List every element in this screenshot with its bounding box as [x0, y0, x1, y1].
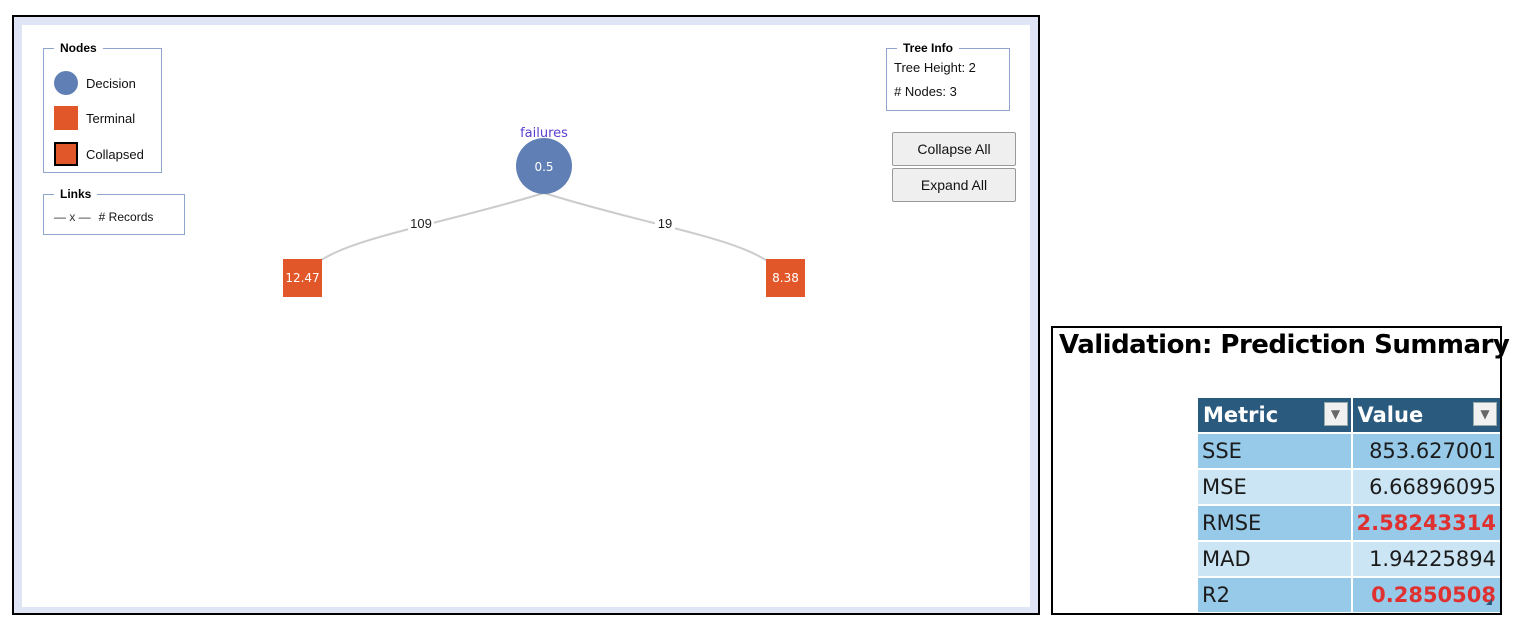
decision-tree-panel: 109 19 failures 0.5 12.47 8.38 Nodes Dec… — [12, 15, 1040, 615]
decision-circle-icon — [54, 71, 78, 95]
links-legend-title: Links — [60, 187, 92, 201]
link-right — [543, 192, 785, 278]
root-split-label: failures — [520, 126, 568, 141]
terminal-node-right-value: 8.38 — [772, 271, 799, 285]
collapse-all-button[interactable]: Collapse All — [892, 132, 1016, 166]
nodes-legend: Nodes Decision Terminal Collapsed — [43, 41, 162, 173]
collapsed-square-icon — [54, 142, 78, 166]
link-left — [301, 192, 545, 278]
metric-value-cell[interactable]: 2.58243314 — [1351, 504, 1500, 541]
filter-dropdown-icon[interactable]: ▼ — [1323, 402, 1348, 426]
prediction-summary-panel: Validation: Prediction Summary Metric ▼ … — [1051, 326, 1510, 615]
root-decision-node[interactable] — [516, 138, 572, 194]
terminal-node-left[interactable] — [283, 259, 322, 297]
root-node-value: 0.5 — [534, 160, 553, 174]
tree-height-text: Tree Height: 2 — [894, 60, 976, 75]
legend-item-terminal: Terminal — [54, 105, 135, 131]
legend-link-row: — x — # Records — [54, 204, 153, 230]
legend-label-collapsed: Collapsed — [86, 146, 144, 162]
link-records-left: 109 — [410, 216, 432, 231]
metric-name-cell[interactable]: SSE — [1198, 432, 1353, 469]
tree-info-box: Tree Info Tree Height: 2 # Nodes: 3 — [886, 41, 1010, 111]
metric-value-cell[interactable]: 0.2850508 — [1351, 576, 1500, 612]
link-label-bg-left — [408, 215, 434, 231]
metric-value-cell[interactable]: 6.66896095 — [1351, 468, 1500, 505]
legend-label-records: # Records — [98, 210, 154, 224]
legend-item-collapsed: Collapsed — [54, 141, 144, 167]
summary-title: Validation: Prediction Summary — [1059, 330, 1510, 360]
metric-name-cell[interactable]: MSE — [1198, 468, 1353, 505]
metric-value-cell[interactable]: 853.627001 — [1351, 432, 1500, 469]
tree-diagram: 109 19 failures 0.5 12.47 8.38 — [283, 126, 805, 297]
terminal-square-icon — [54, 106, 78, 130]
terminal-node-left-value: 12.47 — [285, 271, 319, 285]
tree-canvas: 109 19 failures 0.5 12.47 8.38 Nodes Dec… — [22, 25, 1030, 607]
terminal-node-right[interactable] — [766, 259, 805, 297]
metric-value-cell[interactable]: 1.94225894 — [1351, 540, 1500, 577]
filter-dropdown-icon[interactable]: ▼ — [1473, 402, 1497, 426]
link-label-bg-right — [655, 215, 675, 231]
nodes-legend-title: Nodes — [60, 41, 97, 55]
node-count-text: # Nodes: 3 — [894, 84, 957, 99]
metric-column-header[interactable]: Metric ▼ — [1198, 398, 1353, 433]
value-column-header[interactable]: Value ▼ — [1351, 398, 1500, 433]
value-header-label: Value — [1357, 403, 1424, 427]
metric-name-cell[interactable]: R2 — [1198, 576, 1353, 612]
metrics-header-row: Metric ▼ Value ▼ — [1198, 398, 1500, 433]
expand-all-button[interactable]: Expand All — [892, 168, 1016, 202]
link-records-right: 19 — [658, 216, 672, 231]
table-resize-handle-icon[interactable] — [1486, 599, 1492, 605]
tree-info-title: Tree Info — [903, 41, 954, 55]
legend-label-terminal: Terminal — [86, 110, 136, 126]
links-legend: Links — x — # Records — [43, 187, 185, 235]
metric-name-cell[interactable]: MAD — [1198, 540, 1353, 577]
metric-name-cell[interactable]: RMSE — [1198, 504, 1353, 541]
metric-header-label: Metric — [1203, 403, 1279, 427]
link-line-icon: — x — — [54, 210, 91, 224]
legend-label-decision: Decision — [86, 75, 136, 91]
legend-item-decision: Decision — [54, 70, 136, 96]
